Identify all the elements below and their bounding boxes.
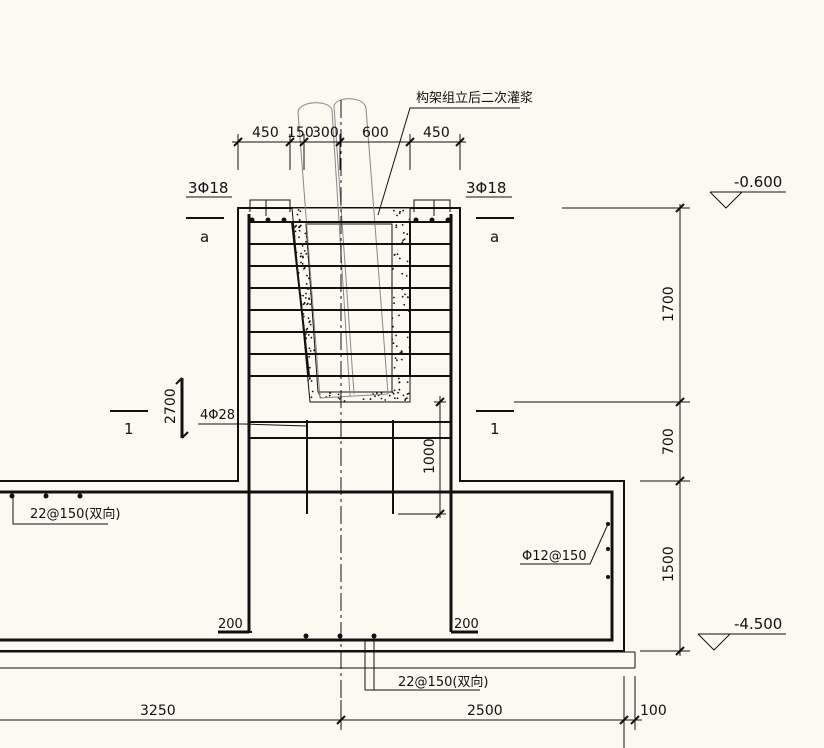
section-1-left: 1: [124, 420, 134, 438]
section-1-right: 1: [490, 420, 500, 438]
grout-note: 构架组立后二次灌浆: [416, 90, 533, 106]
middle-bars-note: 4Φ28: [200, 408, 235, 423]
embed-depth-dimension: [398, 396, 446, 519]
dim-top-4: 600: [362, 125, 389, 141]
dim-top-2: 150: [287, 125, 314, 141]
dim-bottom-1: 3250: [140, 703, 176, 719]
elevation-bottom-marker: [697, 633, 786, 651]
hook-right-label: 200: [454, 617, 479, 632]
grout-pocket: [291, 207, 411, 403]
slab-bottom-bars-note: 22@150(双向): [398, 674, 489, 690]
dim-bottom-3: 100: [640, 703, 667, 719]
dim-left-2700: 2700: [163, 388, 179, 424]
elevation-top-marker: [709, 191, 786, 209]
dim-right-1: 1700: [661, 286, 677, 322]
top-bars-left-label: 3Φ18: [188, 179, 228, 197]
section-a-left: a: [200, 228, 209, 246]
dim-right-2: 700: [661, 428, 677, 455]
top-dimensions: [232, 134, 466, 170]
pedestal-rebar: [218, 214, 478, 634]
concrete-outline: [0, 207, 636, 669]
dim-embed-1000: 1000: [422, 438, 438, 474]
bottom-dimensions: [0, 676, 642, 748]
slab-rebar: [0, 490, 614, 642]
right-dimensions: [514, 203, 690, 656]
elevation-bottom: -4.500: [734, 615, 782, 633]
section-a-right: a: [490, 228, 499, 246]
elevation-top: -0.600: [734, 173, 782, 191]
slab-top-bars-note: 22@150(双向): [30, 506, 121, 522]
dim-bottom-2: 2500: [467, 703, 503, 719]
dim-top-5: 450: [423, 125, 450, 141]
top-bar-markers: [249, 217, 451, 223]
dim-right-3: 1500: [661, 546, 677, 582]
top-bars-right-label: 3Φ18: [466, 179, 506, 197]
hook-left-label: 200: [218, 617, 243, 632]
dim-top-1: 450: [252, 125, 279, 141]
side-bars-note: Φ12@150: [522, 549, 587, 564]
left-dimension-2700: [175, 377, 189, 439]
dim-top-3: 300: [312, 125, 339, 141]
